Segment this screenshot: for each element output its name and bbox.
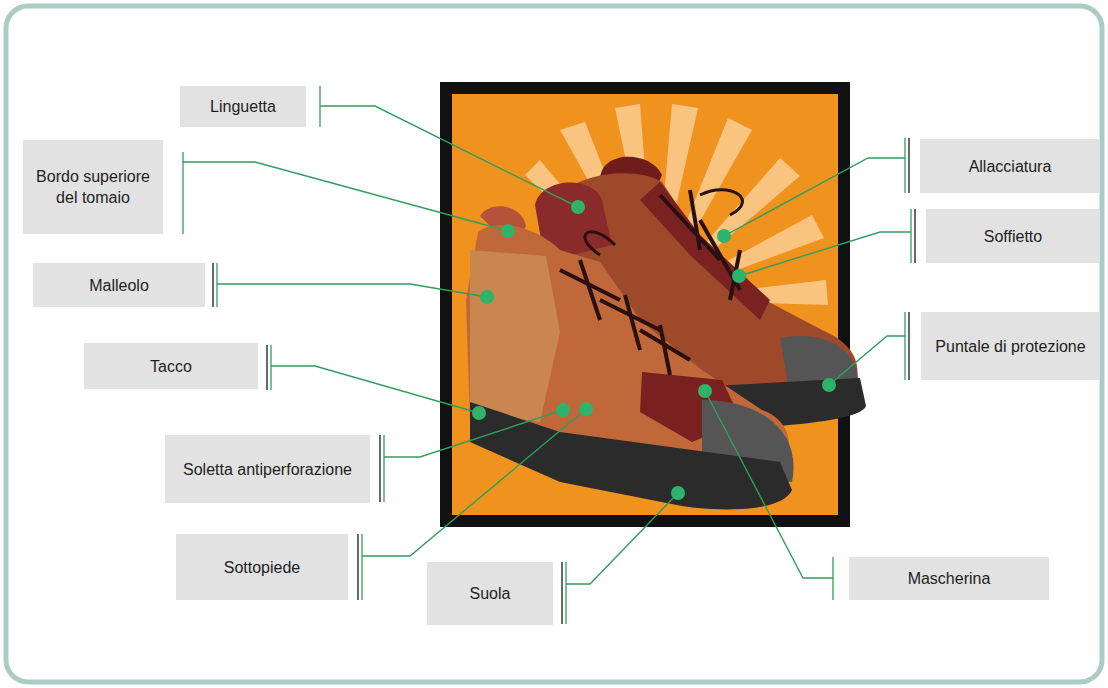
label-box: Mascherina bbox=[849, 557, 1049, 600]
part-name: Sottopiede bbox=[224, 557, 301, 578]
part-name: Malleolo bbox=[89, 275, 149, 296]
part-name: Linguetta bbox=[210, 96, 276, 117]
outer-frame bbox=[6, 6, 1102, 682]
part-name: Bordo superiore del tomaio bbox=[31, 166, 155, 208]
label-box: Allacciatura bbox=[920, 139, 1100, 193]
part-name: Suola bbox=[470, 583, 511, 604]
label-box: Puntale di protezione bbox=[921, 312, 1100, 380]
label-box: Soffietto bbox=[926, 209, 1100, 263]
label-box: Sottopiede bbox=[176, 534, 348, 600]
front-boot bbox=[466, 182, 794, 509]
label-box: Soletta antiperforazione bbox=[165, 435, 370, 503]
label-box: Malleolo bbox=[33, 263, 205, 307]
label-box: Tacco bbox=[84, 343, 258, 389]
part-name: Puntale di protezione bbox=[935, 336, 1085, 357]
leader-lines bbox=[183, 106, 911, 584]
part-name: Soletta antiperforazione bbox=[183, 459, 352, 480]
label-box: Bordo superiore del tomaio bbox=[23, 140, 163, 234]
part-name: Tacco bbox=[150, 356, 192, 377]
part-name: Mascherina bbox=[908, 568, 991, 589]
marker-dots bbox=[472, 200, 836, 500]
part-name: Allacciatura bbox=[969, 156, 1052, 177]
part-name: Soffietto bbox=[984, 226, 1042, 247]
label-box: Suola bbox=[427, 562, 553, 625]
label-box: Linguetta bbox=[180, 86, 306, 127]
